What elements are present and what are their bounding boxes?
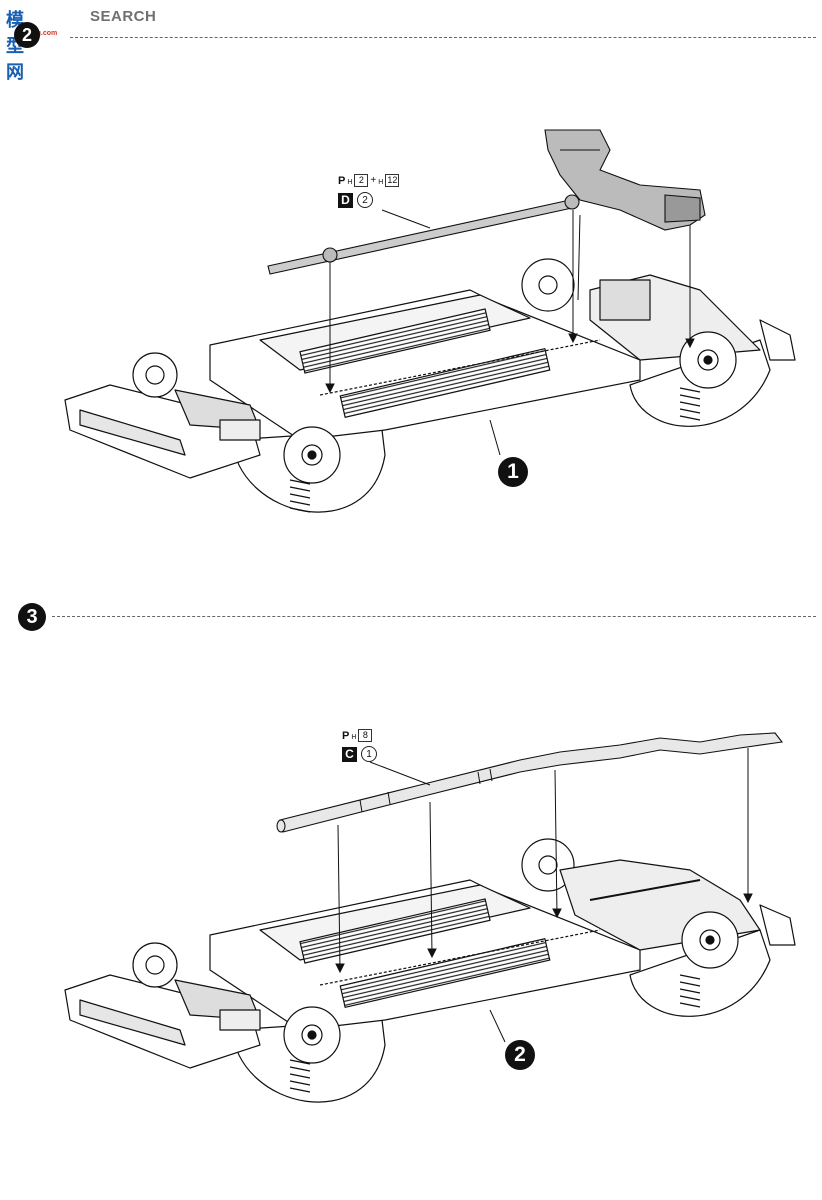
paint-code-box: 12 <box>385 174 400 187</box>
step-2-part-tag: D 2 <box>338 192 373 208</box>
step-2-callout-1: 1 <box>498 457 528 487</box>
sprue-letter: D <box>338 192 353 208</box>
watermark-search-text: SEARCH <box>90 8 157 25</box>
step-3-exhaust-part <box>276 732 784 833</box>
paint-code-box: 8 <box>358 729 373 742</box>
step-3-marker: 3 <box>18 603 46 631</box>
part-number: 1 <box>361 746 377 762</box>
step-3-part-tag: C 1 <box>342 746 377 762</box>
step-2-rear-axle-part <box>544 129 706 231</box>
step-2-chassis-drawing <box>64 258 796 513</box>
step-2-divider <box>70 37 816 38</box>
part-number: 2 <box>357 192 373 208</box>
paint-code-box: 2 <box>354 174 369 187</box>
step-3-callout-2: 2 <box>505 1040 535 1070</box>
step-3-divider <box>52 616 816 617</box>
sprue-letter: C <box>342 746 357 762</box>
step-2-driveshaft-part <box>267 194 580 275</box>
step-2-guide-lines <box>325 209 695 456</box>
step-2-marker: 2 <box>14 22 40 48</box>
step-3-guide-lines <box>335 748 753 1043</box>
step-3-chassis-drawing <box>64 838 796 1103</box>
